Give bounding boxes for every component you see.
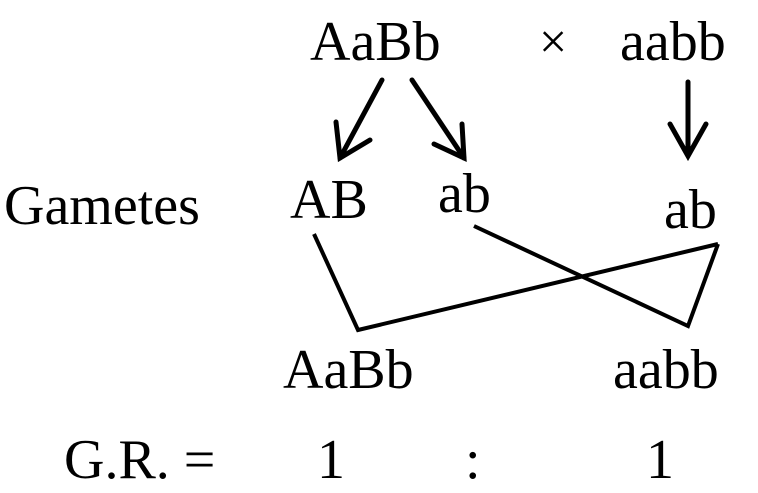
- parent-left-genotype: AaBb: [310, 11, 441, 73]
- ratio-separator: :: [465, 429, 481, 491]
- offspring-right-genotype: aabb: [613, 339, 719, 401]
- gamete-ab-right: ab: [664, 179, 717, 241]
- ratio-right-value: 1: [646, 429, 674, 491]
- arrow-to-AB-head: [333, 119, 373, 163]
- arrow-to-ab-left: [409, 77, 467, 161]
- arrow-to-ab-right-head: [667, 121, 709, 162]
- gamete-arrows: [333, 77, 709, 163]
- gametes-label: Gametes: [4, 175, 200, 237]
- genotypic-ratio-label: G.R. =: [64, 429, 216, 491]
- arrow-to-AB: [337, 77, 385, 161]
- line-ab-left-to-ab-right: [473, 224, 720, 329]
- parent-right-genotype: aabb: [620, 11, 726, 73]
- ratio-left-value: 1: [317, 429, 345, 491]
- fertilization-lines: [312, 224, 720, 333]
- gamete-ab-left: ab: [438, 163, 491, 225]
- line-AB-to-ab-right: [312, 233, 719, 333]
- offspring-left-genotype: AaBb: [283, 339, 414, 401]
- cross-symbol: ×: [539, 13, 568, 69]
- gamete-AB: AB: [290, 169, 368, 231]
- arrow-to-ab-left-head: [431, 121, 467, 163]
